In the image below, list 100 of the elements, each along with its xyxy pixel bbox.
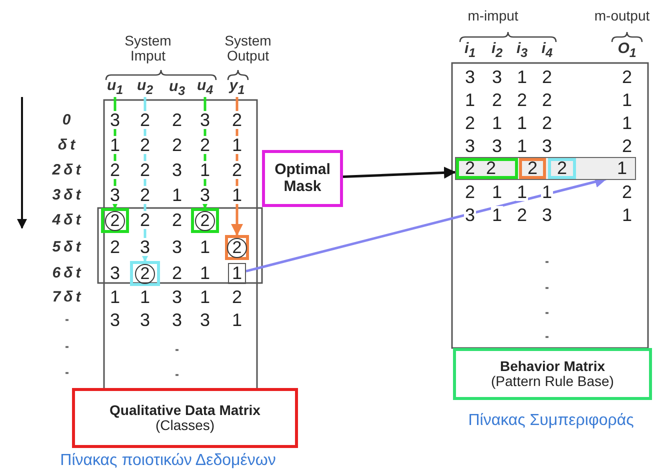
table-cell: 2: [491, 91, 503, 109]
table-cell: 2: [541, 68, 553, 86]
table-cell: 2: [621, 137, 633, 155]
table-cell: 2: [486, 158, 496, 178]
table-cell: 2: [227, 238, 247, 258]
table-cell: 1: [516, 68, 528, 86]
table-cell: 3: [109, 311, 121, 329]
highlight-box: [130, 261, 160, 286]
table-cell: 2: [231, 288, 243, 306]
table-cell: 1: [621, 91, 633, 109]
table-cell: 2: [621, 183, 633, 201]
table-cell: 3: [171, 288, 183, 306]
column-header: y$_{1}$: [229, 78, 245, 98]
time-label: 6δt: [52, 266, 84, 280]
table-cell: 2: [621, 68, 633, 86]
label-box: [72, 388, 298, 448]
table-cell: 2: [516, 206, 528, 224]
table-cell: 3: [109, 264, 121, 282]
column-header: i$_{1}$: [464, 40, 476, 60]
table-cell: 1: [464, 91, 476, 109]
table-cell: 2: [139, 211, 151, 229]
column-header: u$_{4}$: [196, 78, 214, 98]
table-cell: 1: [199, 288, 211, 306]
table-cell: 3: [171, 238, 183, 256]
table-cell: 1: [541, 183, 553, 201]
time-label: 7δt: [52, 290, 84, 304]
table-cell: 2: [135, 264, 155, 284]
table-cell: 2: [464, 183, 476, 201]
table-cell: 2: [541, 91, 553, 109]
table-cell: 3: [171, 311, 183, 329]
table-cell: 1: [491, 183, 503, 201]
table-cell: 2: [516, 91, 528, 109]
table-cell: 2: [199, 136, 211, 154]
table-cell: 1: [109, 288, 121, 306]
box-title: Qualitative Data Matrix: [110, 402, 260, 418]
table-cell: 3: [109, 111, 121, 129]
table-cell: 3: [139, 238, 151, 256]
highlight-box: [101, 208, 129, 233]
table-cell: 1: [139, 288, 151, 306]
table-cell: 2: [527, 158, 538, 178]
table-cell: 1: [231, 311, 243, 329]
table-cell: 1: [231, 136, 243, 154]
time-label: 5δt: [52, 240, 84, 254]
table-cell: 1: [491, 206, 503, 224]
table-cell: 2: [231, 161, 243, 179]
table-cell: 3: [199, 111, 211, 129]
table-cell: 3: [199, 186, 211, 204]
header-label: System Imput: [124, 33, 172, 63]
arrow: [342, 166, 456, 179]
box-title: Optimal Mask: [274, 162, 332, 195]
column-header: u$_{1}$: [106, 78, 124, 98]
label-box: [453, 348, 652, 400]
table-cell: 2: [465, 158, 476, 178]
table-cell: 3: [541, 137, 553, 155]
table-cell: 1: [516, 137, 528, 155]
header-label: m-imput: [466, 8, 520, 24]
highlight-box: [548, 158, 576, 179]
table-cell: 2: [105, 210, 125, 230]
table-cell: 2: [139, 111, 151, 129]
table-cell: 1: [516, 183, 528, 201]
caption-text: Πίνακας ποιοτικών Δεδομένων: [60, 453, 276, 469]
table-cell: 1: [232, 264, 242, 284]
table-cell: 2: [139, 161, 151, 179]
column-header: O$_{1}$: [618, 40, 636, 60]
highlight-box: [191, 208, 219, 233]
table-cell: 1: [491, 114, 503, 132]
table-cell: 3: [199, 311, 211, 329]
table-cell: 1: [199, 161, 211, 179]
column-header: u$_{2}$: [136, 78, 154, 98]
column-header: i$_{4}$: [541, 40, 553, 60]
table-cell: 3: [464, 68, 476, 86]
table-cell: 1: [171, 186, 183, 204]
table-cell: 2: [231, 111, 243, 129]
table-cell: 2: [171, 111, 183, 129]
table-cell: 1: [199, 264, 211, 282]
highlight-box: [456, 158, 518, 179]
header-label: System Output: [224, 33, 272, 63]
caption-text: Πίνακας Συμπεριφοράς: [468, 413, 634, 429]
table-cell: 1: [199, 238, 211, 256]
box-subtitle: (Classes): [155, 418, 215, 434]
table-cell: 1: [616, 158, 627, 178]
table-cell: 2: [556, 158, 567, 178]
table-cell: 3: [491, 137, 503, 155]
label-box: [262, 150, 343, 207]
table-cell: 3: [171, 161, 183, 179]
time-label: 0: [62, 112, 74, 128]
column-header: u$_{3}$: [168, 78, 186, 98]
table-cell: 2: [171, 136, 183, 154]
time-label: 3δt: [52, 188, 84, 202]
table-cell: 2: [171, 211, 183, 229]
table-cell: 2: [464, 114, 476, 132]
highlight-box: [519, 158, 546, 179]
column-header: i$_{2}$: [491, 40, 503, 60]
table-cell: 3: [109, 186, 121, 204]
cell-box: [228, 263, 246, 284]
table-cell: 3: [491, 68, 503, 86]
time-label: 4δt: [52, 212, 84, 228]
table-cell: 2: [139, 186, 151, 204]
table-cell: 3: [464, 206, 476, 224]
column-header: i$_{3}$: [516, 40, 528, 60]
